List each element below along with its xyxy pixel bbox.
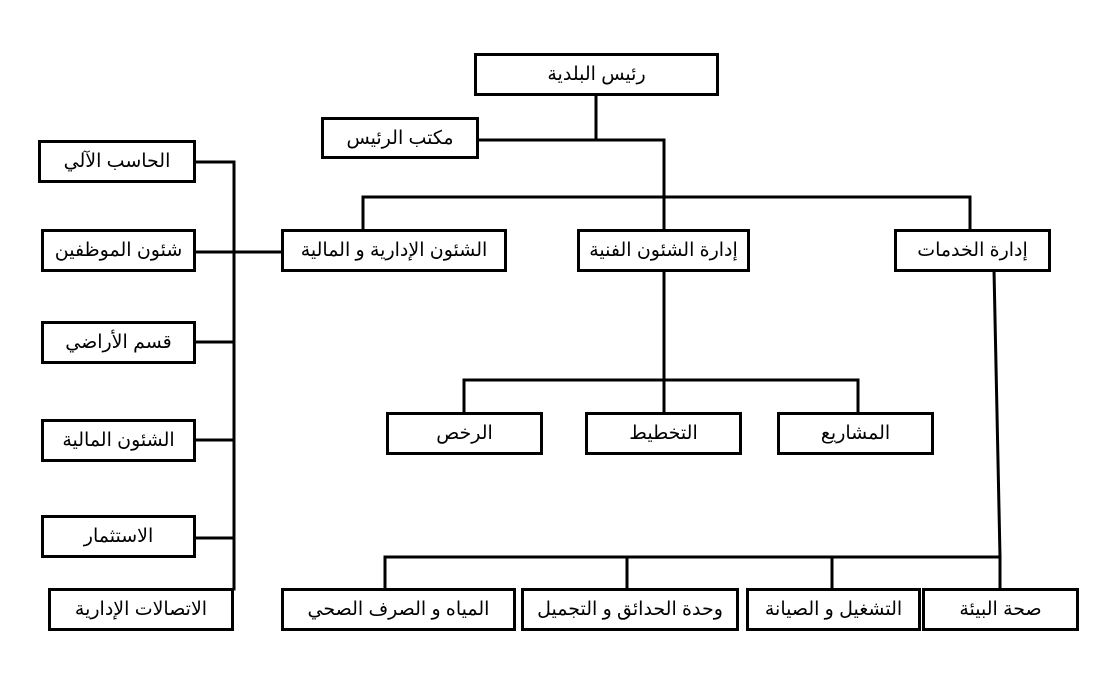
box-unit-financial-affairs: الشئون المالية: [41, 419, 196, 462]
box-unit-computer: الحاسب الآلي: [38, 140, 196, 183]
box-unit-investment: الاستثمار: [41, 515, 196, 558]
box-unit-admin-communications: الاتصالات الإدارية: [48, 588, 234, 631]
box-unit-gardens: وحدة الحدائق و التجميل: [521, 588, 739, 631]
box-mayor-office: مكتب الرئيس: [321, 117, 479, 159]
box-unit-planning: التخطيط: [585, 412, 742, 455]
box-mayor: رئيس البلدية: [474, 53, 719, 96]
connector-services-down: [992, 268, 1002, 559]
box-unit-personnel: شئون الموظفين: [41, 229, 196, 272]
box-unit-operation-maintenance: التشغيل و الصيانة: [746, 588, 921, 631]
box-unit-water-sewage: المياه و الصرف الصحي: [281, 588, 516, 631]
box-dept-technical: إدارة الشئون الفنية: [577, 229, 750, 272]
box-dept-admin-finance: الشئون الإدارية و المالية: [281, 229, 507, 272]
box-dept-services: إدارة الخدمات: [894, 229, 1051, 272]
box-unit-lands: قسم الأراضي: [41, 321, 196, 364]
box-unit-environment-health: صحة البيئة: [922, 588, 1079, 631]
box-unit-licenses: الرخص: [386, 412, 543, 455]
box-unit-projects: المشاريع: [777, 412, 934, 455]
